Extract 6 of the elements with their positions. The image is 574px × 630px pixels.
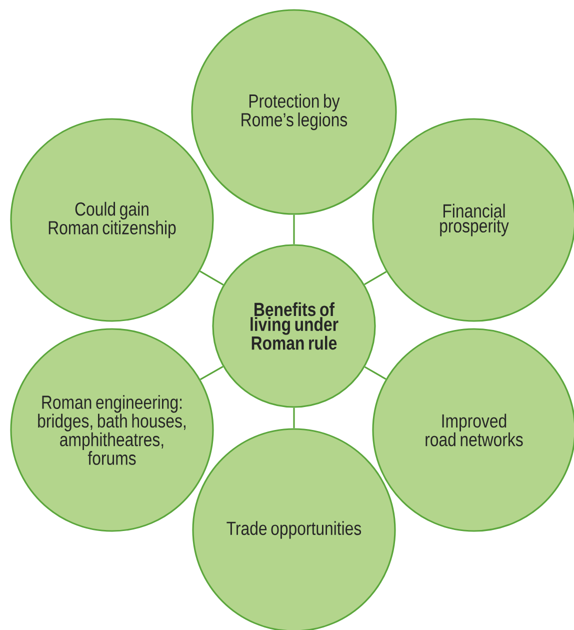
connector-line: [364, 270, 387, 286]
connector-line: [293, 408, 295, 428]
connector-line: [200, 270, 224, 286]
connector-line: [200, 366, 224, 380]
connector-line: [364, 366, 386, 380]
connector-line: [293, 214, 295, 244]
